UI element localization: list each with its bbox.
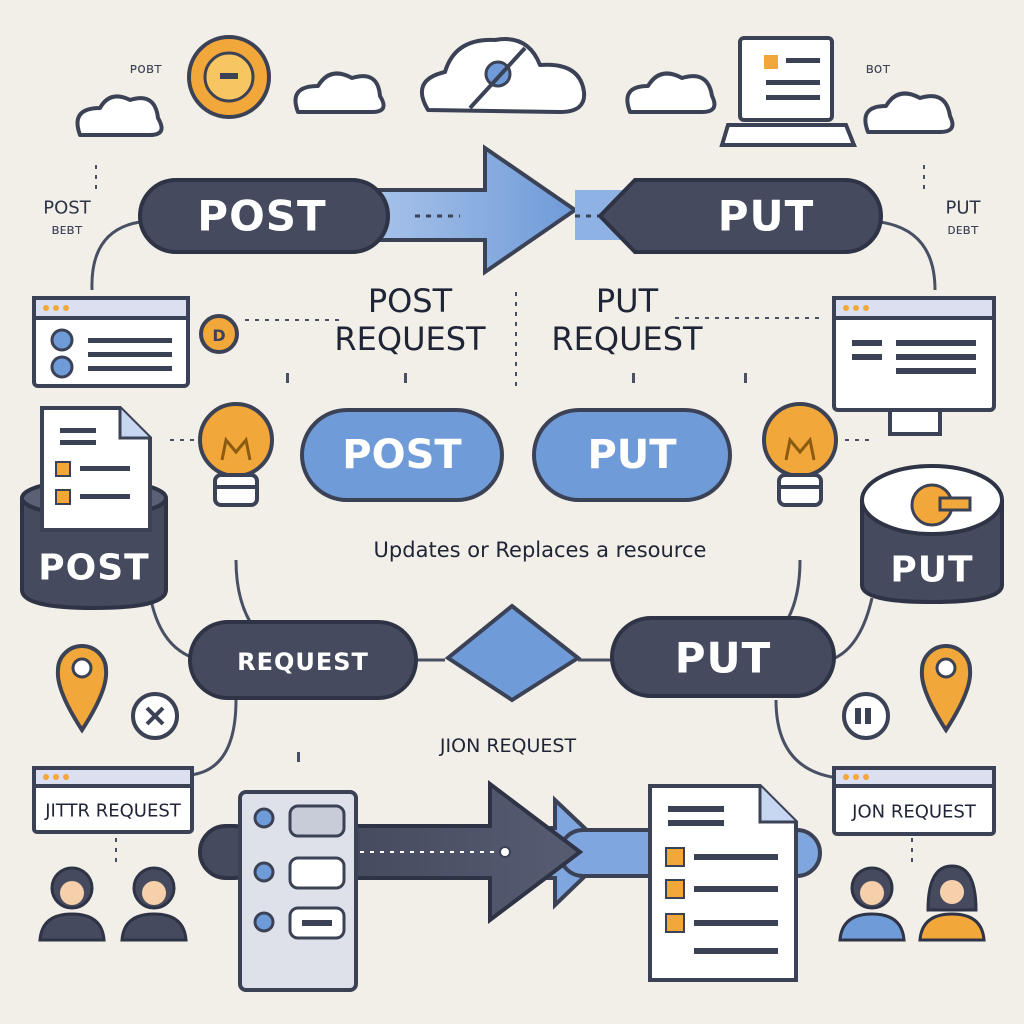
cloud-icon	[625, 71, 717, 114]
top-right-mark: ʙᴏᴛ	[865, 61, 891, 77]
jon-request-mid: JION REQUEST	[439, 735, 577, 757]
put-bottom-pill-shape	[610, 616, 836, 698]
cloud-icon	[293, 71, 386, 114]
person-icon	[838, 866, 906, 942]
top-left-mark: ᴘᴏʙᴛ	[129, 61, 163, 77]
diamond-icon	[444, 603, 582, 703]
badge-icon	[131, 692, 179, 740]
link-tool-icon	[468, 46, 527, 110]
put-main-pill[interactable]: PUT	[717, 191, 815, 241]
svg-text:D: D	[212, 326, 225, 345]
tick-marks	[286, 373, 747, 762]
post-drum-label: POST	[38, 547, 150, 589]
laptop-icon	[719, 36, 857, 147]
post-request-heading: POST REQUEST	[334, 282, 486, 358]
post-main-pill-shape	[138, 178, 390, 254]
put-blue-pill-shape	[532, 408, 732, 502]
document-icon	[648, 784, 798, 982]
put-request-heading: PUT REQUEST	[551, 282, 703, 358]
panel-frame	[32, 766, 194, 834]
map-pin-icon	[55, 644, 109, 734]
left-panel-text: JITTR REQUEST	[45, 800, 181, 822]
list-panel-icon	[238, 790, 358, 992]
put-main-pill-shape	[597, 178, 883, 254]
person-icon	[918, 864, 986, 942]
panel-frame	[832, 766, 996, 836]
lightbulb-icon	[198, 402, 274, 507]
person-icon	[120, 866, 188, 942]
map-pin-icon	[919, 644, 973, 734]
put-blue-pill[interactable]: PUT	[587, 432, 677, 478]
person-icon	[38, 866, 106, 942]
caption-text: Updates or Replaces a resource	[373, 538, 707, 562]
document-icon	[40, 406, 152, 532]
left-post-label: POST	[43, 197, 91, 219]
request-pill[interactable]: REQUEST	[237, 648, 369, 676]
right-panel-text: JON REQUEST	[852, 801, 976, 823]
cloud-icon	[75, 94, 164, 137]
post-main-pill[interactable]: POST	[197, 191, 327, 241]
dashed-lines	[95, 165, 925, 866]
badge-icon	[842, 692, 890, 740]
database-drum-icon	[860, 464, 1004, 605]
post-blue-pill[interactable]: POST	[342, 432, 462, 478]
request-pill-shape	[188, 620, 418, 700]
right-put-label: PUT	[945, 197, 981, 219]
left-post-mark: ʙᴇʙᴛ	[51, 222, 83, 238]
right-put-mark: ᴅᴇʙᴛ	[947, 222, 979, 238]
put-bottom-pill[interactable]: PUT	[674, 633, 772, 683]
post-blue-pill-shape	[300, 408, 504, 502]
coin-icon: D	[199, 314, 239, 354]
gear-sun-icon	[187, 35, 271, 119]
cloud-icon	[863, 91, 955, 134]
lightbulb-icon	[762, 402, 838, 507]
browser-window-icon	[832, 296, 996, 436]
browser-window-icon	[32, 296, 190, 388]
blue-arrow	[368, 144, 635, 276]
put-drum-label: PUT	[890, 549, 974, 591]
